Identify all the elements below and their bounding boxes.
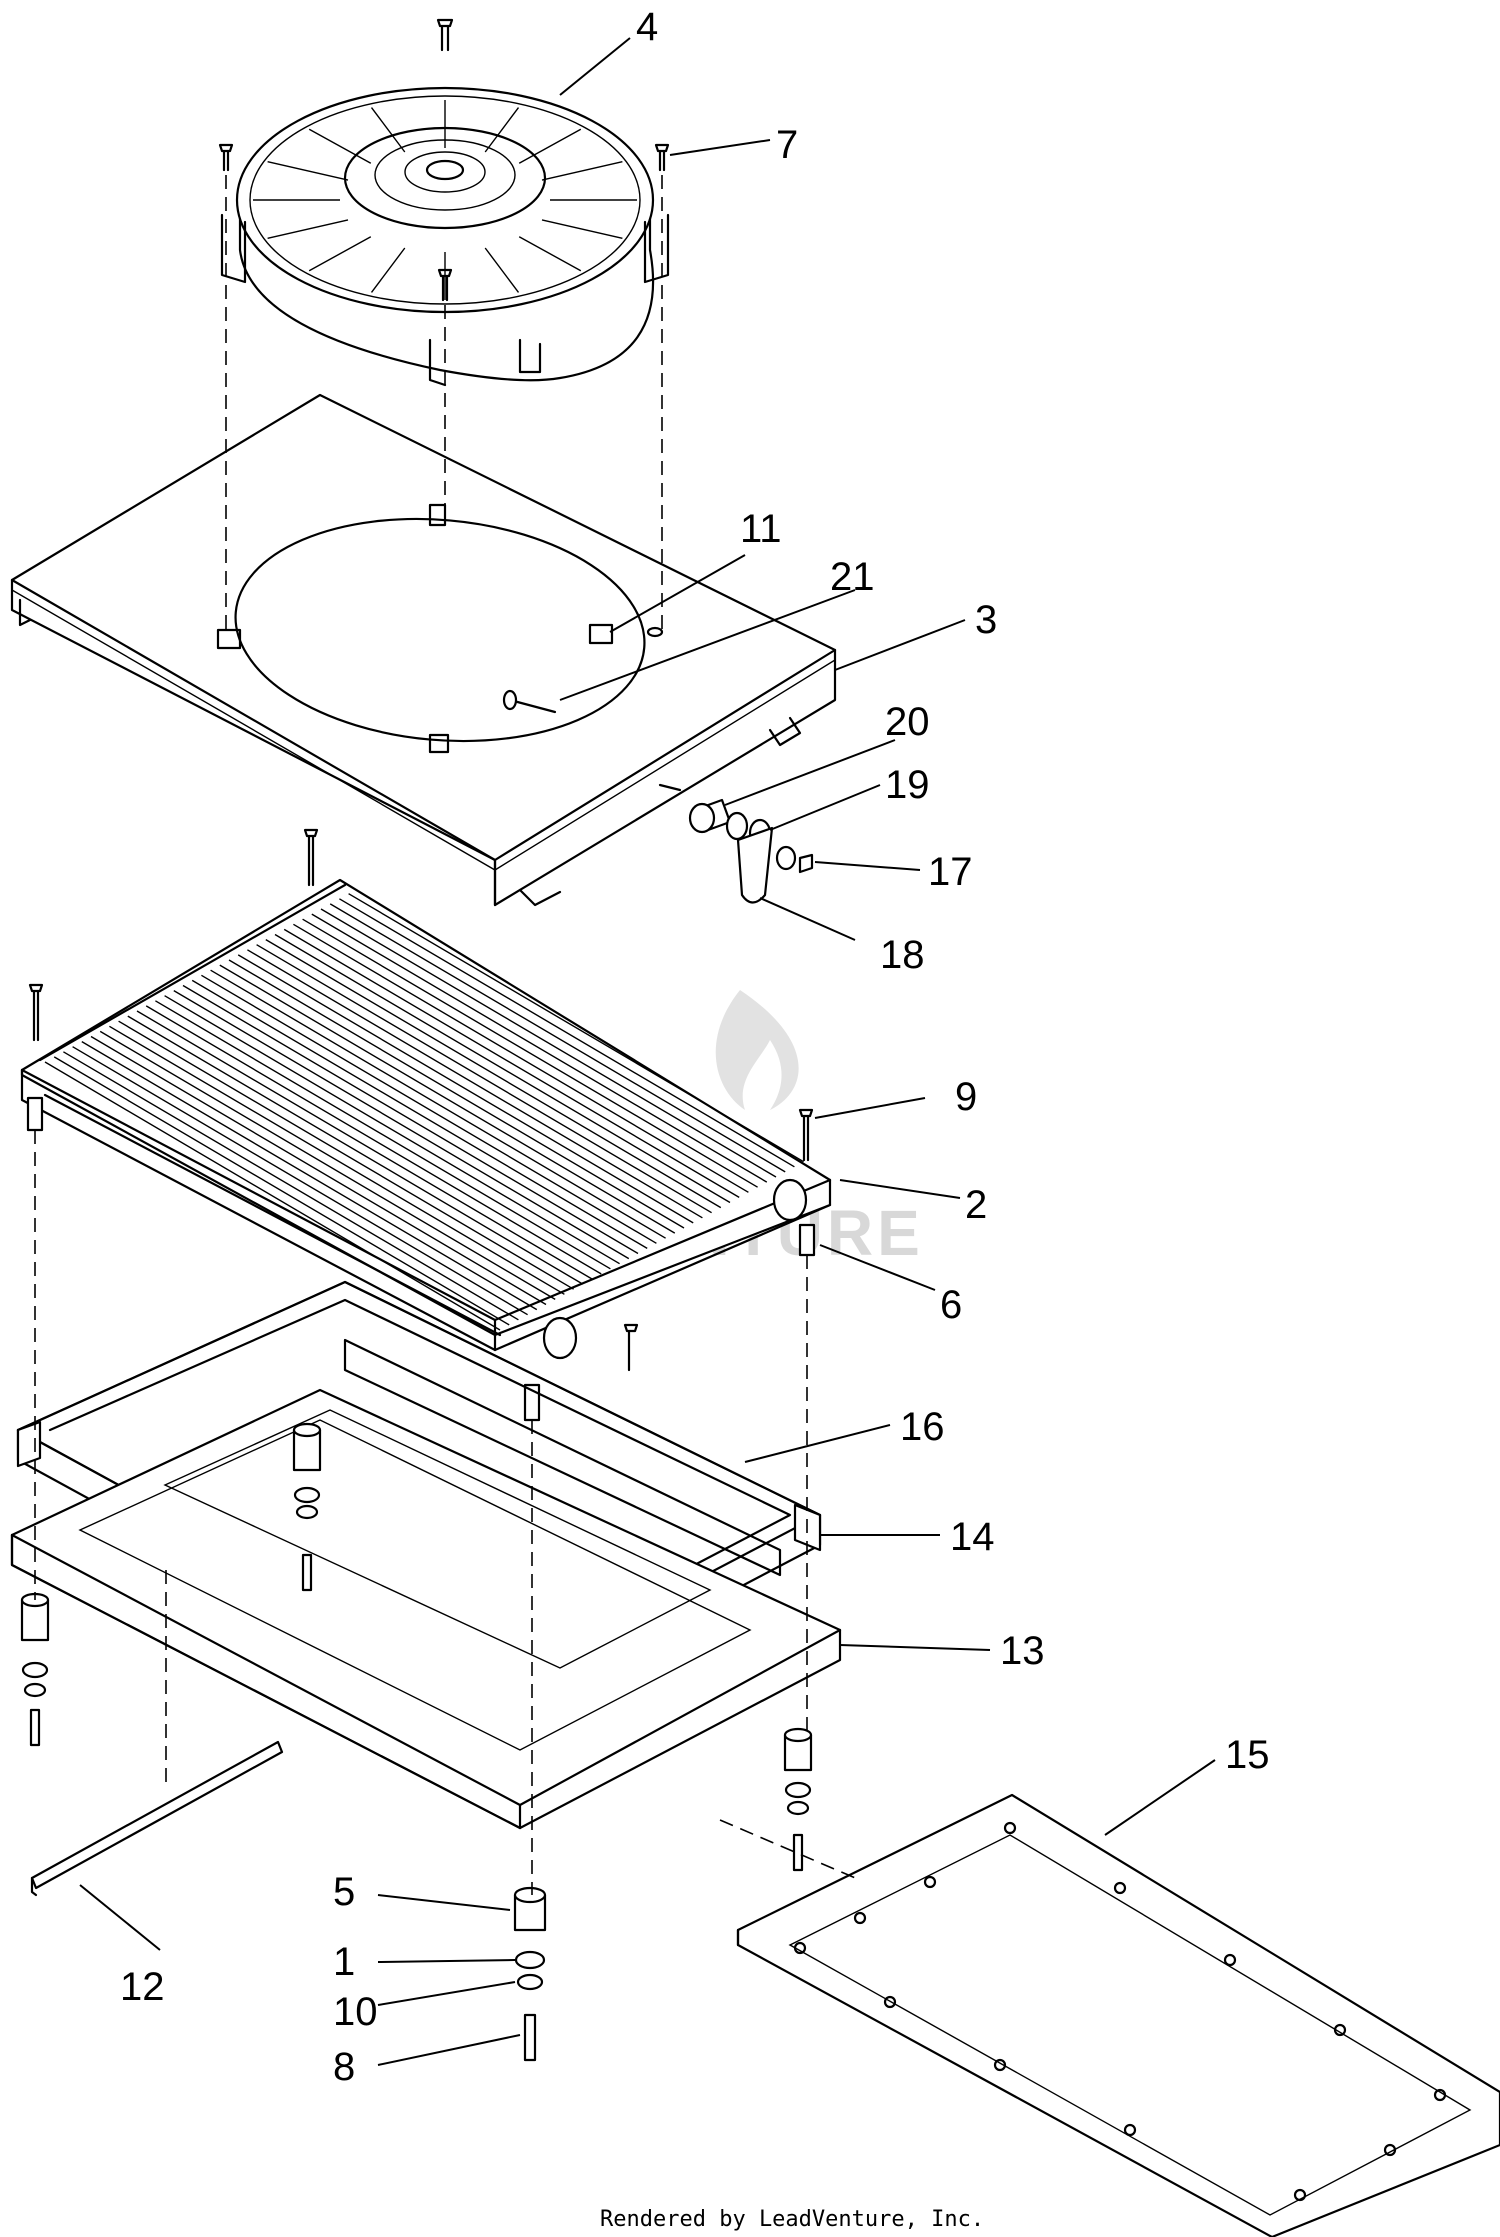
callout-10: 10 — [333, 1990, 378, 2034]
callout-6: 6 — [940, 1283, 962, 1327]
callout-7: 7 — [776, 123, 798, 167]
tray-part-13 — [10, 1388, 842, 1830]
render-credit: Rendered by LeadVenture, Inc. — [600, 2207, 984, 2232]
seal-strip-part-12 — [30, 1740, 284, 1897]
callout-17: 17 — [928, 850, 973, 894]
leader-lines — [79, 37, 1216, 2066]
callout-19: 19 — [885, 763, 930, 807]
callout-5: 5 — [333, 1870, 355, 1914]
callout-1: 1 — [333, 1940, 355, 1984]
callout-12: 12 — [120, 1965, 165, 2009]
radiator-cover-part-3 — [10, 393, 837, 907]
callout-11: 11 — [740, 507, 782, 551]
callout-2: 2 — [965, 1183, 987, 1227]
callout-21: 21 — [830, 555, 875, 599]
callout-20: 20 — [885, 700, 930, 744]
callout-14: 14 — [950, 1515, 995, 1559]
callout-16: 16 — [900, 1405, 945, 1449]
alignment-lines — [34, 175, 861, 1895]
callout-labels: 4 7 11 21 3 20 19 17 18 9 2 6 16 14 13 1… — [120, 5, 1270, 2089]
callout-4: 4 — [636, 5, 658, 49]
callout-3: 3 — [975, 598, 997, 642]
radiator-core-part-2 — [20, 828, 832, 1422]
callout-18: 18 — [880, 933, 925, 977]
latch-hardware-parts-17-20 — [688, 798, 814, 904]
callout-13: 13 — [1000, 1629, 1045, 1673]
gasket-part-15 — [736, 1793, 1500, 2237]
isolator-mounts — [20, 1422, 813, 2062]
callout-8: 8 — [333, 2045, 355, 2089]
callout-15: 15 — [1225, 1733, 1270, 1777]
screws-part-7 — [218, 18, 670, 302]
flame-logo-watermark — [715, 990, 799, 1110]
callout-9: 9 — [955, 1075, 977, 1119]
